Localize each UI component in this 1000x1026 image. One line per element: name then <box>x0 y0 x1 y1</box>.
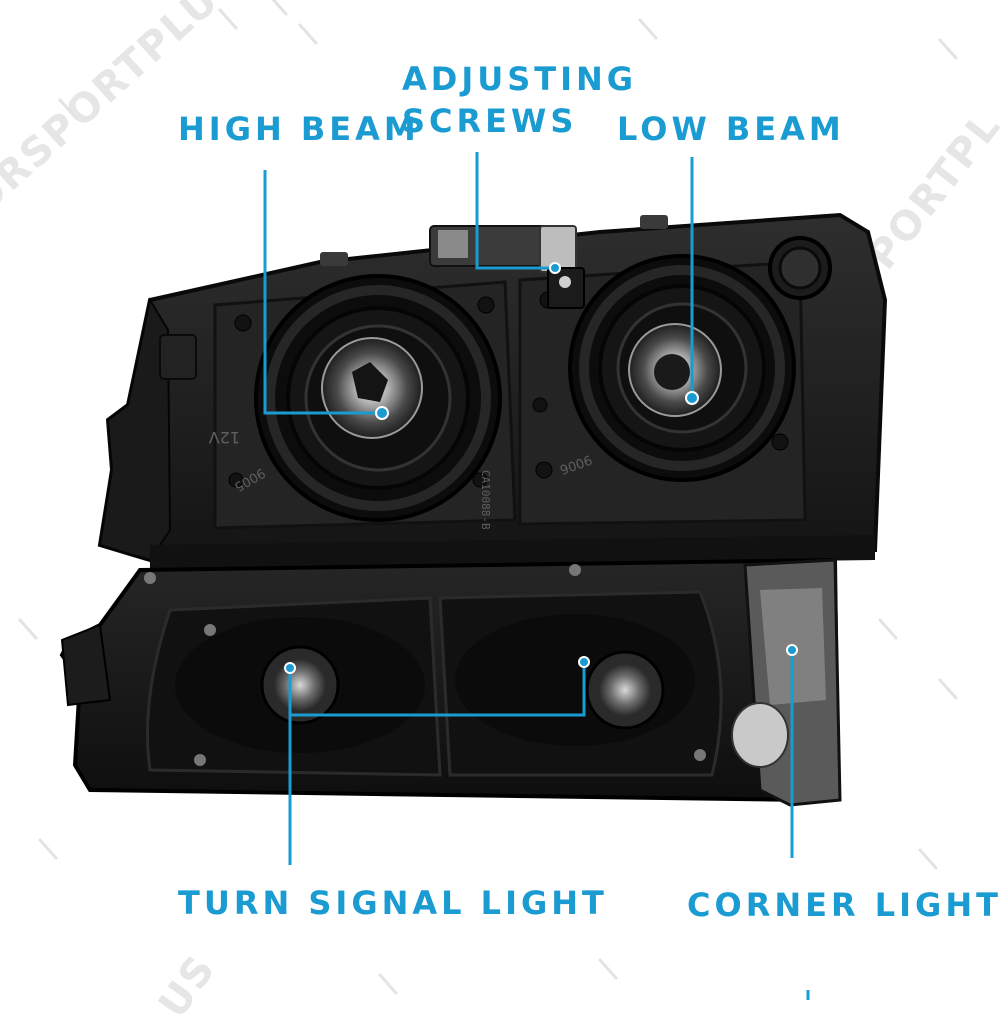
high-beam-projector <box>254 274 502 522</box>
turn-signal-dot-left <box>284 662 296 674</box>
adjusting-screws-leader <box>475 152 555 270</box>
low-beam-projector <box>568 254 796 482</box>
turn-signal-housing <box>59 557 841 803</box>
low-beam-dot <box>685 391 699 405</box>
adjusting-screws-label-line1: ADJUSTING <box>402 60 638 98</box>
high-beam-dot <box>375 406 389 420</box>
adjusting-screws <box>429 225 585 309</box>
background-dashes <box>18 0 958 995</box>
corner-dot <box>786 644 798 656</box>
high-beam-leader <box>263 170 382 415</box>
voltage-marking: 12V <box>209 428 240 447</box>
callout-dots <box>284 262 798 674</box>
turn-signal-dot-right <box>578 656 590 668</box>
left-part-code: CA10088-B <box>479 470 492 530</box>
low-beam-label: LOW BEAM <box>617 110 845 148</box>
adjusting-screws-label-line2: SCREWS <box>402 102 578 140</box>
callout-lines <box>263 152 794 865</box>
turn-signal-connector <box>290 662 586 717</box>
adjusting-screws-dot <box>549 262 561 274</box>
high-beam-label: HIGH BEAM <box>178 110 420 148</box>
turn-signal-label: TURN SIGNAL LIGHT <box>178 884 608 922</box>
corner-light-label: CORNER LIGHT <box>687 886 1000 924</box>
headlight-diagram: 12V CA10088-B 9005 9006 <box>18 0 958 1000</box>
